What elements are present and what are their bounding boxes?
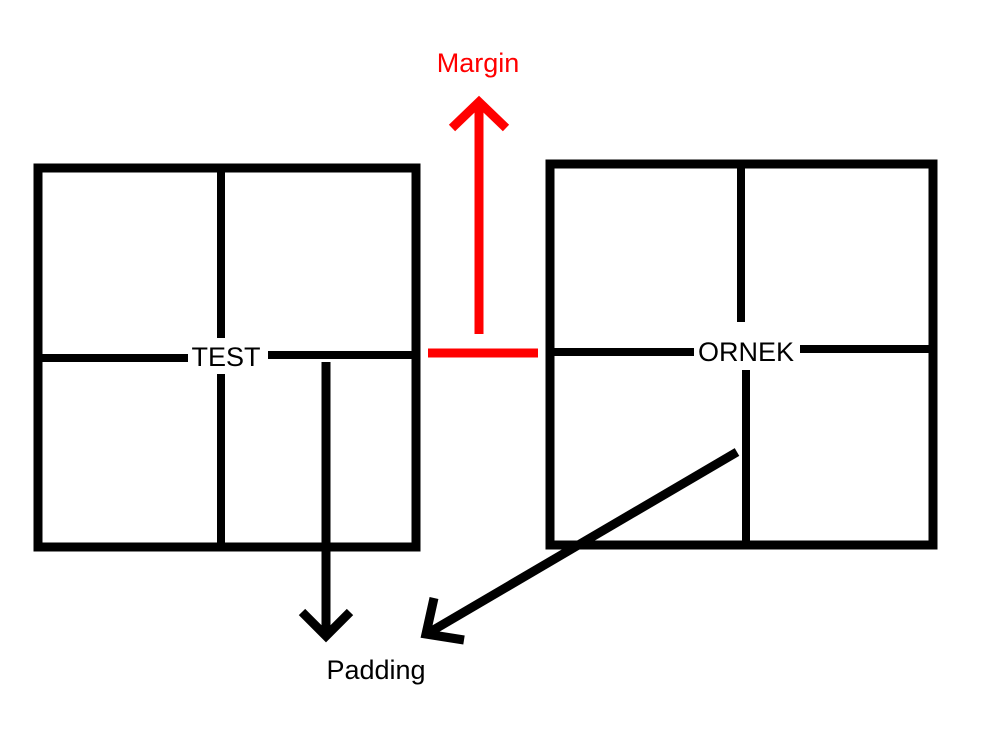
padding-arrow-head-left-icon [298,608,354,643]
ornek-box: ORNEK [545,159,938,550]
ornek-box-label: ORNEK [698,337,794,367]
padding-label: Padding [326,655,425,685]
test-box-label: TEST [191,342,260,372]
test-box: TEST [33,163,421,552]
margin-indicator: Margin [428,48,538,358]
padding-arrow-shaft-right [427,448,740,636]
padding-indicator: Padding [298,362,740,685]
margin-arrow-head-icon [448,95,510,132]
padding-arrow-head-right-icon [420,597,465,645]
margin-label: Margin [437,48,520,78]
